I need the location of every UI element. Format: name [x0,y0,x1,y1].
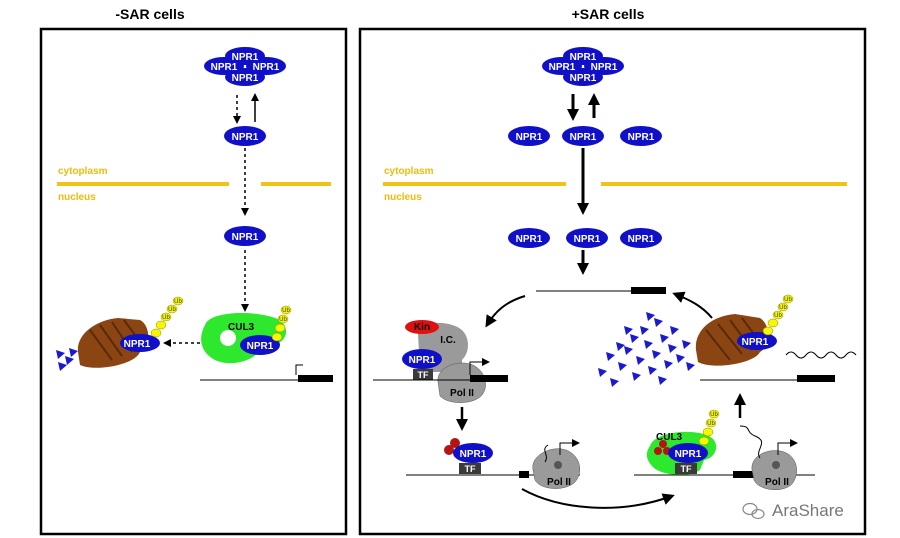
gene-block-ic [470,375,508,382]
npr1-label: NPR1 [742,337,769,348]
npr1-monomers-cytoplasm-right: NPR1 NPR1 NPR1 [508,126,662,146]
phospho-npr1-complex: NPR1 TF [444,438,493,474]
npr1-label: NPR1 [675,449,702,460]
pol2-label: Pol II [765,477,789,488]
ub-label: Ub [779,305,787,311]
npr1-oligomer-right: NPR1 NPR1 NPR1 NPR1 [542,47,624,86]
npr1-monomers-nucleus-right: NPR1 NPR1 NPR1 [508,228,662,248]
tf-label: TF [418,370,429,380]
npr1-label: NPR1 [628,234,655,245]
npr1-oligomer-left: NPR1 NPR1 NPR1 NPR1 [204,47,286,86]
membrane-left-a [57,182,229,186]
watermark-text: AraShare [772,501,844,520]
cycle-arrow-bottom [521,488,675,509]
membrane-left-b [261,182,331,186]
npr1-label: NPR1 [253,62,280,73]
cul3-complex-right: CUL3 NPR1 TF [646,431,717,475]
tss-arrow-bottom-right [777,439,798,455]
npr1-label: NPR1 [628,132,655,143]
ub-label: Ub [707,421,715,427]
gene-block-bottom-right [733,471,761,478]
cycle-arrow-top-right [672,291,713,319]
pol2-bottom-left: Pol II [532,448,581,489]
npr1-label: NPR1 [516,234,543,245]
pol2-label: Pol II [547,477,571,488]
nucleus-label-left: nucleus [58,192,96,203]
npr1-label: NPR1 [574,234,601,245]
wechat-icon [742,502,765,520]
ubiquitin-chain-left: Ub Ub [271,305,292,342]
pol2-label: Pol II [450,388,474,399]
membrane-right-b [601,182,847,186]
ub-label: Ub [710,412,718,418]
mrna-squiggle [785,351,857,359]
gene-block-top [631,287,666,294]
npr1-monomer-left: NPR1 [224,126,266,146]
ub-label: Ub [279,317,287,323]
cul3-label: CUL3 [228,322,255,333]
ub-label: Ub [162,315,170,321]
ubiquitin-chain-proteasome-left: Ub Ub Ub [150,296,184,338]
ub-label: Ub [174,299,182,305]
npr1-label: NPR1 [570,132,597,143]
ub-label: Ub [168,307,176,313]
minus-sar-panel [39,27,348,536]
npr1-label: NPR1 [516,132,543,143]
degraded-fragments-right [598,312,695,387]
npr1-nuclear-left: NPR1 [224,226,266,246]
tss-arrow-ic [469,358,490,375]
minus-sar-title: -SAR cells [115,6,184,22]
npr1-label: NPR1 [247,341,274,352]
gene-block-left [298,375,333,382]
nascent-rna-bottom-left [544,444,549,463]
proteasome-right: NPR1 [695,314,777,366]
proteasome-left: NPR1 [77,318,160,368]
gene-block-proteasome-right [797,375,835,382]
tss-arrow-bottom-left [559,439,580,455]
ub-label: Ub [774,313,782,319]
npr1-label: NPR1 [570,52,597,63]
nucleus-label-right: nucleus [384,192,422,203]
initiation-complex: Kin I.C. NPR1 TF Pol II [402,320,486,403]
cytoplasm-label-left: cytoplasm [58,166,108,177]
ubiquitin-chain-right: Ub Ub [698,409,720,446]
cycle-arrow-top-left [485,295,526,328]
nascent-rna-bottom-right [739,425,763,459]
cul3-label: CUL3 [656,432,683,443]
npr1-label: NPR1 [591,62,618,73]
tss-marker-left [295,364,303,375]
npr1-label: NPR1 [124,339,151,350]
ub-label: Ub [282,308,290,314]
npr1-label: NPR1 [409,355,436,366]
degraded-fragments-left [56,348,78,371]
npr1-label: NPR1 [232,73,259,84]
gene-block-bottom-left [519,471,529,478]
npr1-label: NPR1 [211,62,238,73]
tf-label: TF [465,464,476,474]
npr1-label: NPR1 [232,132,259,143]
npr1-label: NPR1 [460,449,487,460]
cytoplasm-label-right: cytoplasm [384,166,434,177]
pol2-bottom-right: Pol II [751,450,797,491]
plus-sar-panel [358,27,867,536]
ubiquitin-chain-proteasome-right: Ub Ub Ub [762,294,794,336]
kin-label: Kin [414,322,430,333]
membrane-right-a [383,182,566,186]
ic-label: I.C. [440,335,456,346]
tf-label: TF [681,464,692,474]
npr1-label: NPR1 [232,52,259,63]
ub-label: Ub [784,297,792,303]
npr1-label: NPR1 [232,232,259,243]
watermark: AraShare [742,501,844,520]
plus-sar-title: +SAR cells [572,6,645,22]
npr1-label: NPR1 [549,62,576,73]
npr1-label: NPR1 [570,73,597,84]
cul3-complex-left: CUL3 NPR1 [201,313,287,364]
